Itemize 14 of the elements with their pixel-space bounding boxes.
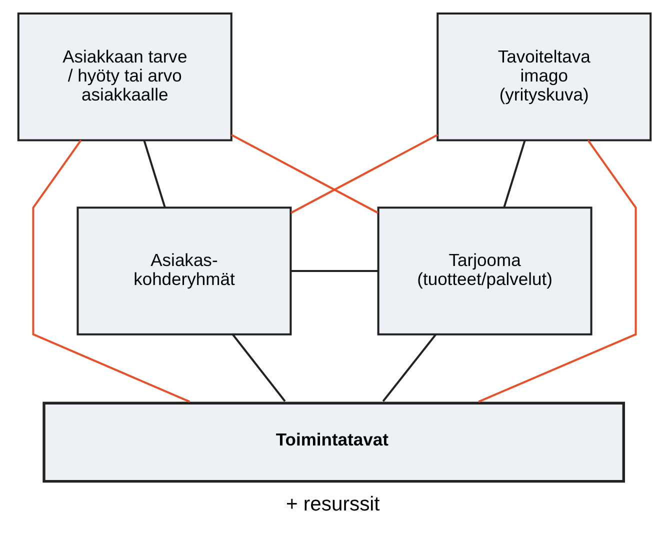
connector <box>290 134 438 214</box>
node-box: Tarjooma (tuotteet/palvelut) <box>376 206 592 336</box>
connector <box>382 334 436 402</box>
connector <box>142 140 166 208</box>
connector <box>502 140 526 208</box>
connector <box>230 134 378 214</box>
node-box: Tavoiteltava imago (yrityskuva) <box>436 12 652 142</box>
connector <box>290 270 378 272</box>
node-label: + resurssit <box>285 493 380 516</box>
node-box: Asiakkaan tarve / hyöty tai arvo asiakkaalle <box>16 12 232 142</box>
connector <box>478 140 636 403</box>
connector <box>231 334 286 402</box>
connector <box>32 140 190 403</box>
node-box: Asiakas- kohderyhmät <box>76 206 292 336</box>
